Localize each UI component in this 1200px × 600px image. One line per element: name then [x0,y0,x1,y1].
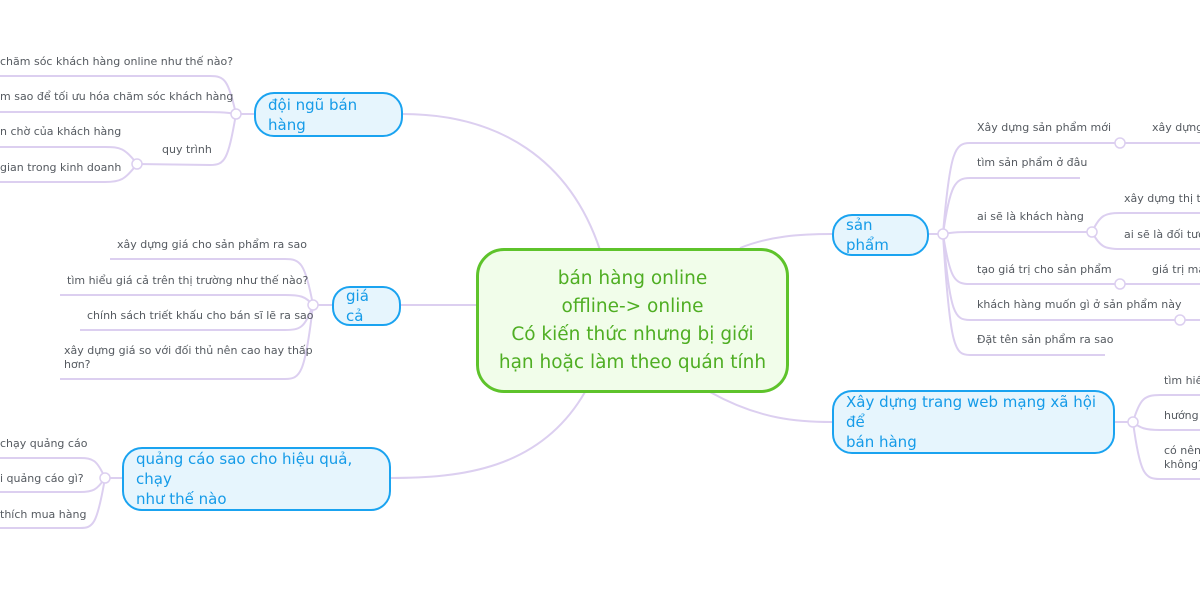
topic-label: như thế nào [136,490,227,508]
topic-price[interactable]: giá cả [332,286,401,326]
subtopic[interactable]: thích mua hàng [0,508,87,521]
subtopic-line: xây dựng giá so với đối thủ nên cao hay … [64,344,313,357]
topic-label: Xây dựng trang web mạng xã hội để [846,393,1097,431]
topic-label: sản phẩm [846,216,889,254]
subtopic[interactable]: khách hàng muốn gì ở sản phẩm này [977,298,1182,311]
topic-label: giá cả [346,287,369,325]
subtopic[interactable]: giá trị mar [1152,263,1200,276]
subtopic[interactable]: chăm sóc khách hàng online như thế nào? [0,55,234,68]
subtopic[interactable]: i quảng cáo gì? [0,472,84,485]
subtopic[interactable]: tìm sản phẩm ở đâu [977,156,1088,169]
subtopic[interactable]: xây dựng giá so với đối thủ nên cao hay … [64,344,313,372]
subtopic[interactable]: ai sẽ là đối tượn [1124,228,1200,241]
subtopic[interactable]: n chờ của khách hàng [0,125,122,138]
topic-ads[interactable]: quảng cáo sao cho hiệu quả, chạy như thế … [122,447,391,511]
center-line: hạn hoặc làm theo quán tính [498,351,767,373]
subtopic-line: hơn? [64,358,91,371]
subtopic[interactable]: Xây dựng sản phẩm mới [977,121,1112,134]
subtopic[interactable]: hướng d [1164,409,1200,422]
topic-label: đội ngũ bán hàng [268,95,358,134]
center-line: Có kiến thức nhưng bị giới [511,323,754,345]
subtopic[interactable]: quy trình [162,143,212,156]
topic-product[interactable]: sản phẩm [832,214,929,256]
subtopic-line: có nên [1164,444,1200,457]
subtopic[interactable]: tìm hiểu giá cả trên thị trường như thế … [67,274,309,287]
subtopic[interactable]: xây dựng [1152,121,1200,134]
subtopic-line: không? [1164,458,1200,471]
central-topic[interactable]: bán hàng online offline-> online Có kiến… [476,248,789,393]
subtopic[interactable]: xây dựng giá cho sản phẩm ra sao [117,238,307,251]
subtopic[interactable]: chính sách triết khấu cho bán sĩ lẽ ra s… [87,309,314,322]
subtopic[interactable]: tạo giá trị cho sản phẩm [977,263,1112,276]
topic-web[interactable]: Xây dựng trang web mạng xã hội để bán hàn… [832,390,1115,454]
topic-team[interactable]: đội ngũ bán hàng [254,92,403,137]
subtopic[interactable]: chạy quảng cáo [0,437,88,450]
subtopic[interactable]: Đặt tên sản phẩm ra sao [977,333,1114,346]
subtopic[interactable]: m sao để tối ưu hóa chăm sóc khách hàng [0,90,234,103]
center-line: offline-> online [561,295,704,317]
center-line: bán hàng online [557,267,708,289]
subtopic[interactable]: ai sẽ là khách hàng [977,210,1084,223]
topic-label: bán hàng [846,433,917,451]
topic-label: quảng cáo sao cho hiệu quả, chạy [136,450,353,488]
subtopic[interactable]: xây dựng thị tru [1124,192,1200,205]
subtopic[interactable]: tìm hiểu [1164,374,1200,387]
collapse-toggles [99,108,1186,484]
subtopic[interactable]: gian trong kinh doanh [0,161,122,174]
